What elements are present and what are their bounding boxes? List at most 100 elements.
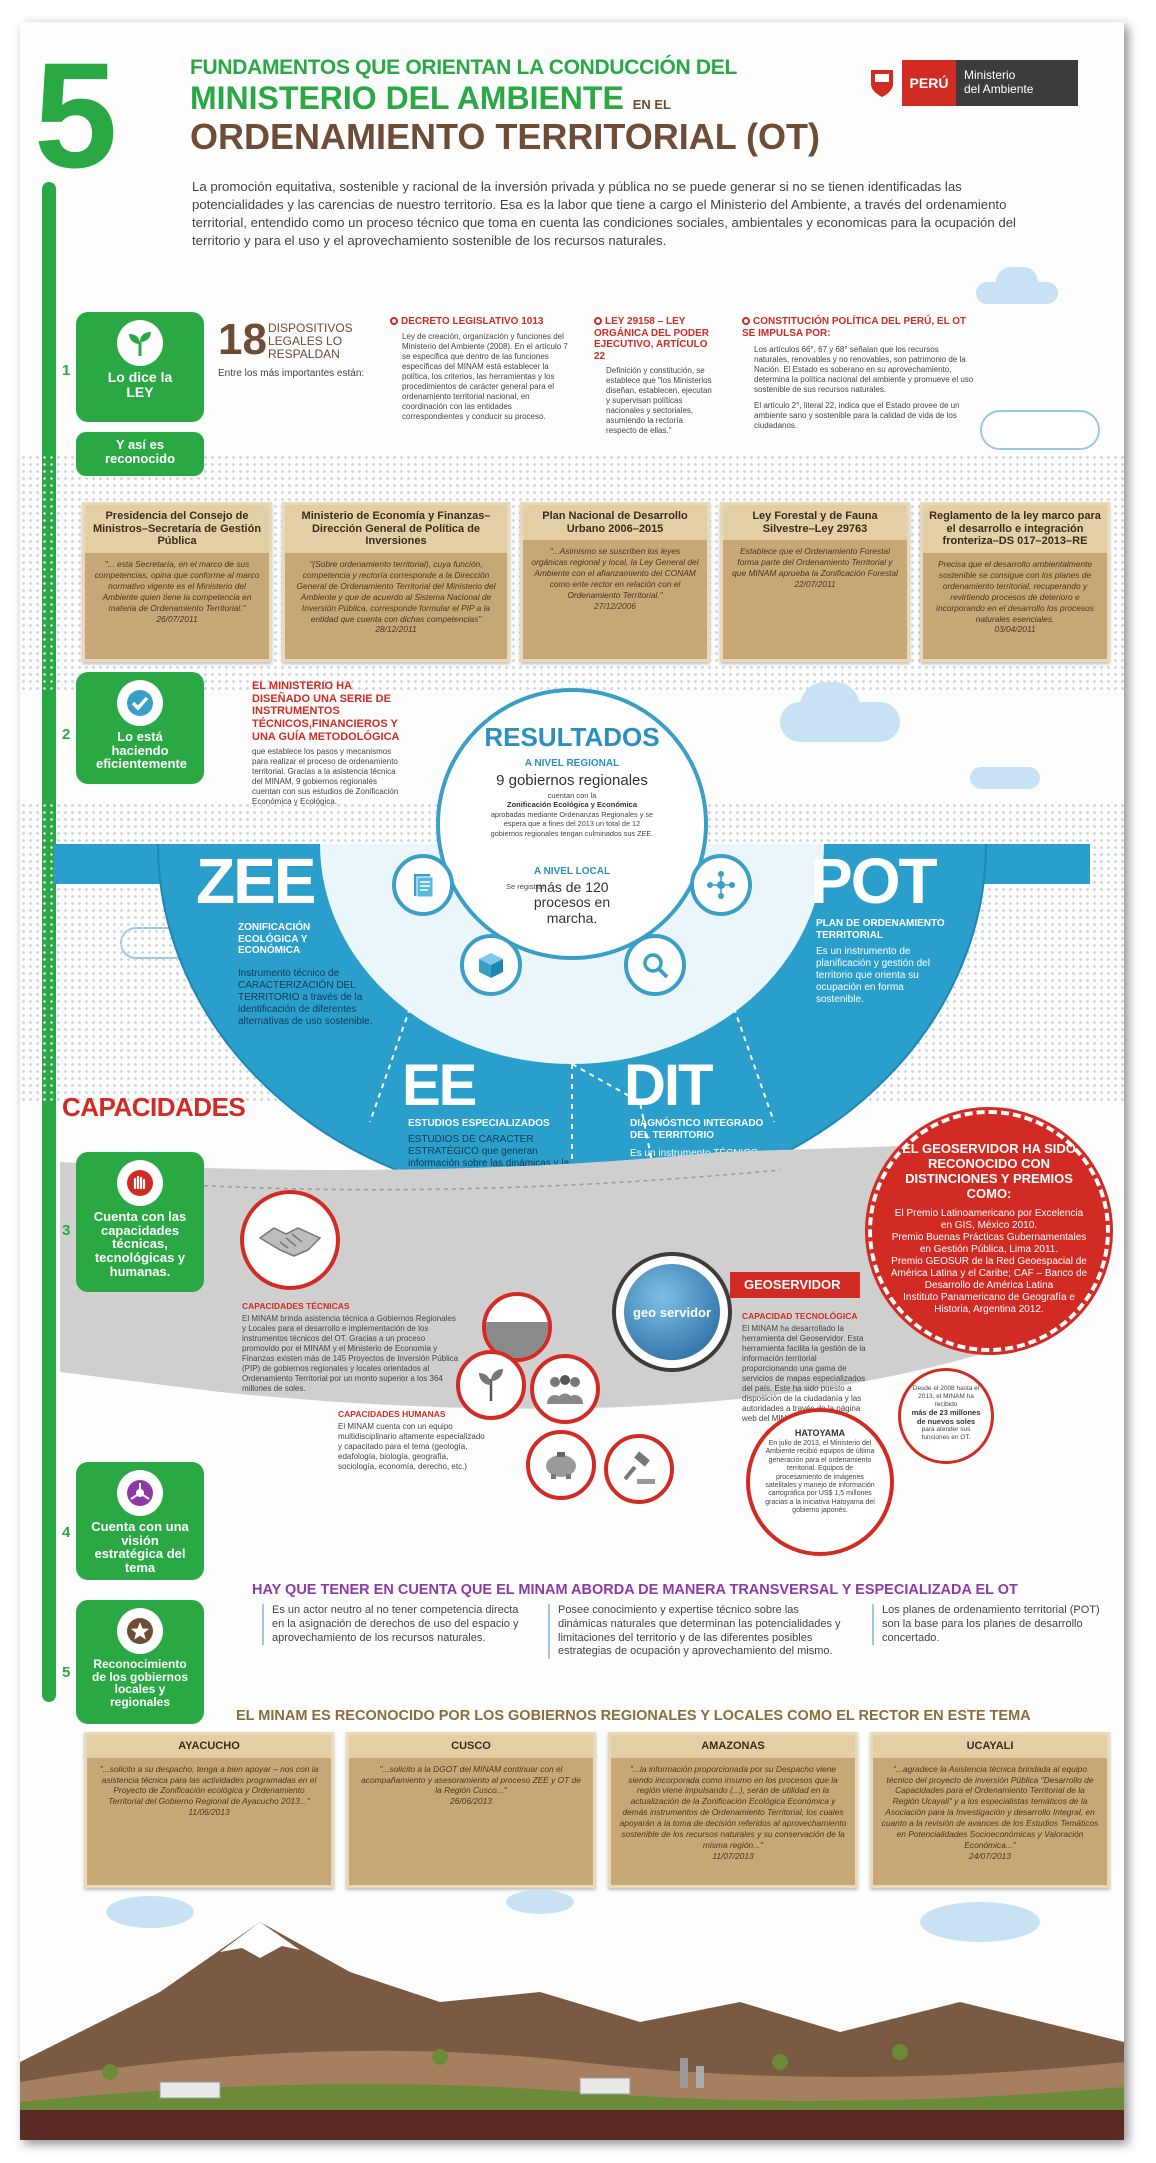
handshake-icon: [240, 1190, 340, 1290]
people-icon: [530, 1354, 600, 1424]
logo-ministry: Ministerio del Ambiente: [956, 60, 1078, 106]
capacidades-title: CAPACIDADES: [62, 1092, 246, 1122]
law-3-text2: El artículo 2°, literal 22, indica que e…: [754, 401, 960, 430]
plaque-title: Ministerio de Economía y Finanzas–Direcc…: [285, 505, 507, 553]
law-count-sub: Entre los más importantes están:: [218, 368, 365, 379]
awards-circle: EL GEOSERVIDOR HA SIDO RECONOCIDO CON DI…: [865, 1107, 1113, 1355]
bullet-icon: [594, 317, 602, 326]
law-2-title-text: LEY 29158 – LEY ORGÁNICA DEL PODER EJECU…: [594, 316, 710, 362]
local-pre: Se registran: [506, 882, 547, 891]
stage-1-sub: Y así es reconocido: [76, 432, 204, 476]
cloud: [996, 267, 1038, 297]
dit-word: DIT: [624, 1053, 713, 1118]
stage-4-label: Cuenta con una visión estratégica del te…: [91, 1519, 189, 1575]
pot-text: Es un instrumento de planificación y ges…: [816, 946, 930, 1005]
human-capacities-text: El MINAM cuenta con un equipo multidisci…: [338, 1421, 485, 1471]
plaque-date: 28/12/2011: [375, 624, 417, 635]
law-count: 18: [218, 315, 267, 364]
stage-1-number: 1: [62, 362, 71, 379]
award-item: Premio Buenas Prácticas Gubernamentales …: [891, 1231, 1087, 1255]
results-title: RESULTADOS: [484, 722, 660, 752]
stage-1-sub-label: Y así es reconocido: [104, 437, 176, 466]
plaque-text: "...la información proporcionada por su …: [619, 1763, 847, 1851]
plaque-text: "...agradece la Asistencia técnica brind…: [881, 1763, 1099, 1851]
local-title: A NIVEL LOCAL: [533, 866, 611, 877]
plaque-date: 26/06/2013: [450, 1796, 492, 1807]
intro-paragraph: La promoción equitativa, sostenible y ra…: [192, 179, 1016, 248]
plaque-title: Presidencia del Consejo de Ministros–Sec…: [85, 505, 269, 553]
cloud: [800, 682, 860, 732]
stage-3-label: Cuenta con las capacidades técnicas, tec…: [93, 1209, 187, 1279]
hatoyama-title: HATOYAMA: [794, 1428, 846, 1438]
plaque-pndu: Plan Nacional de Desarrollo Urbano 2006–…: [520, 502, 710, 662]
plaque-ucayali: UCAYALI "...agradece la Asistencia técni…: [870, 1732, 1110, 1888]
law-2-title: LEY 29158 – LEY ORGÁNICA DEL PODER EJECU…: [594, 316, 712, 362]
law-1-title-text: DECRETO LEGISLATIVO 1013: [401, 316, 544, 327]
pot-title: PLAN DE ORDENAMIENTO TERRITORIAL: [816, 918, 945, 941]
plaque-text: "...solicito a la DGOT del MINAM continu…: [361, 1763, 581, 1796]
plaque-title: Ley Forestal y de Fauna Silvestre–Ley 29…: [723, 505, 907, 541]
plaque-title: AMAZONAS: [611, 1735, 855, 1758]
network-icon: [690, 854, 752, 916]
law-3: CONSTITUCIÓN POLÍTICA DEL PERÚ, EL OT SE…: [742, 316, 974, 431]
section4-point-3-text: Los planes de ordenamiento territorial (…: [882, 1604, 1100, 1644]
plaque-mef: Ministerio de Economía y Finanzas–Direcc…: [282, 502, 510, 662]
logo-ministry-line2: del Ambiente: [964, 82, 1034, 97]
regional-text3: aprobadas mediante Ordenanzas Regionales…: [490, 810, 654, 838]
bullet-icon: [390, 317, 398, 326]
star-icon: [117, 1608, 163, 1654]
geoservidor-logo-text: geo servidor: [632, 1304, 712, 1320]
plaque-text: "(Sobre ordenamiento territorial), cuya …: [296, 558, 496, 624]
vision-icon: [117, 1470, 163, 1516]
law-1-text: Ley de creación, organización y funcione…: [402, 331, 568, 421]
geoservidor-logo-inner: geo servidor: [624, 1264, 720, 1360]
logo-country: PERÚ: [902, 60, 956, 106]
law-3-title-text: CONSTITUCIÓN POLÍTICA DEL PERÚ, EL OT SE…: [742, 316, 967, 339]
piggy-bank-icon: [526, 1430, 596, 1500]
infographic-sheet: 5 FUNDAMENTOS QUE ORIENTAN LA CONDUCCIÓN…: [20, 22, 1124, 2140]
plaque-date: 11/07/2013: [712, 1851, 754, 1862]
landscape-illustration: [20, 1890, 1124, 2140]
plaque-pcm: Presidencia del Consejo de Ministros–Sec…: [82, 502, 272, 662]
section4-heading: HAY QUE TENER EN CUENTA QUE EL MINAM ABO…: [252, 1582, 1018, 1598]
geoservidor-banner: GEOSERVIDOR: [730, 1272, 860, 1298]
award-item: Instituto Panamericano de Geografía e Hi…: [903, 1291, 1075, 1315]
funds-value: más de 23 millones de nuevos soles: [911, 1408, 981, 1427]
header-line2: MINISTERIO DEL AMBIENTE EN EL: [190, 80, 671, 117]
stage-2: 2 Lo está haciendo eficientemente: [62, 672, 204, 784]
cloud: [970, 767, 1040, 789]
section5-heading: EL MINAM ES RECONOCIDO POR LOS GOBIERNOS…: [236, 1708, 1031, 1724]
awards-title: EL GEOSERVIDOR HA SIDO RECONOCIDO CON DI…: [902, 1141, 1076, 1201]
funds-text2: para atender sus funciones en OT.: [921, 1426, 971, 1442]
award-item: Premio GEOSUR de la Red Geoespacial de A…: [890, 1255, 1088, 1291]
geoservidor-logo: geo servidor: [612, 1252, 732, 1372]
instruments-text: que establece los pasos y mecanismos par…: [252, 747, 399, 806]
section4-point-1: Es un actor neutro al no tener competenc…: [262, 1604, 522, 1646]
tech-capacity-text: El MINAM ha desarrollado la herramienta …: [742, 1323, 866, 1423]
hand-icon: [117, 1160, 163, 1206]
plaque-title: CUSCO: [349, 1735, 593, 1758]
plaque-text: Establece que el Ordenamiento Forestal f…: [732, 546, 898, 579]
plaque-amazonas: AMAZONAS "...la información proporcionad…: [608, 1732, 858, 1888]
plaque-title: UCAYALI: [873, 1735, 1107, 1758]
plaque-text: "... esta Secretaría, en el marco de sus…: [94, 558, 260, 613]
check-icon: [117, 680, 163, 726]
stage-4: 4 Cuenta con una visión estratégica del …: [62, 1462, 204, 1580]
plaque-date: 27/12/2006: [594, 600, 636, 611]
results-circle: RESULTADOS A NIVEL REGIONAL 9 gobiernos …: [436, 688, 708, 960]
plaque-text: "...solicito a su despacho, tenga a bien…: [99, 1763, 319, 1807]
stage-2-number: 2: [62, 726, 71, 743]
hatoyama-circle: HATOYAMA En julio de 2013, el Ministerio…: [746, 1408, 894, 1556]
plaque-text: "...Asimismo se suscriben los leyes orgá…: [531, 546, 699, 600]
human-capacities-title: CAPACIDADES HUMANAS: [338, 1409, 446, 1419]
plant-icon: [456, 1350, 526, 1420]
regional-text2: Zonificación Ecológica y Económica: [506, 800, 638, 809]
cloud-outline: [980, 410, 1100, 450]
header-line2-main: MINISTERIO DEL AMBIENTE: [190, 80, 624, 116]
plaque-date: 26/07/2011: [156, 613, 198, 624]
funds-text1: Desde el 2008 hasta el 2013, el MINAM ha…: [912, 1385, 980, 1408]
document-icon: [392, 854, 454, 916]
regional-title: A NIVEL REGIONAL: [524, 758, 620, 769]
bullet-icon: [742, 317, 750, 326]
